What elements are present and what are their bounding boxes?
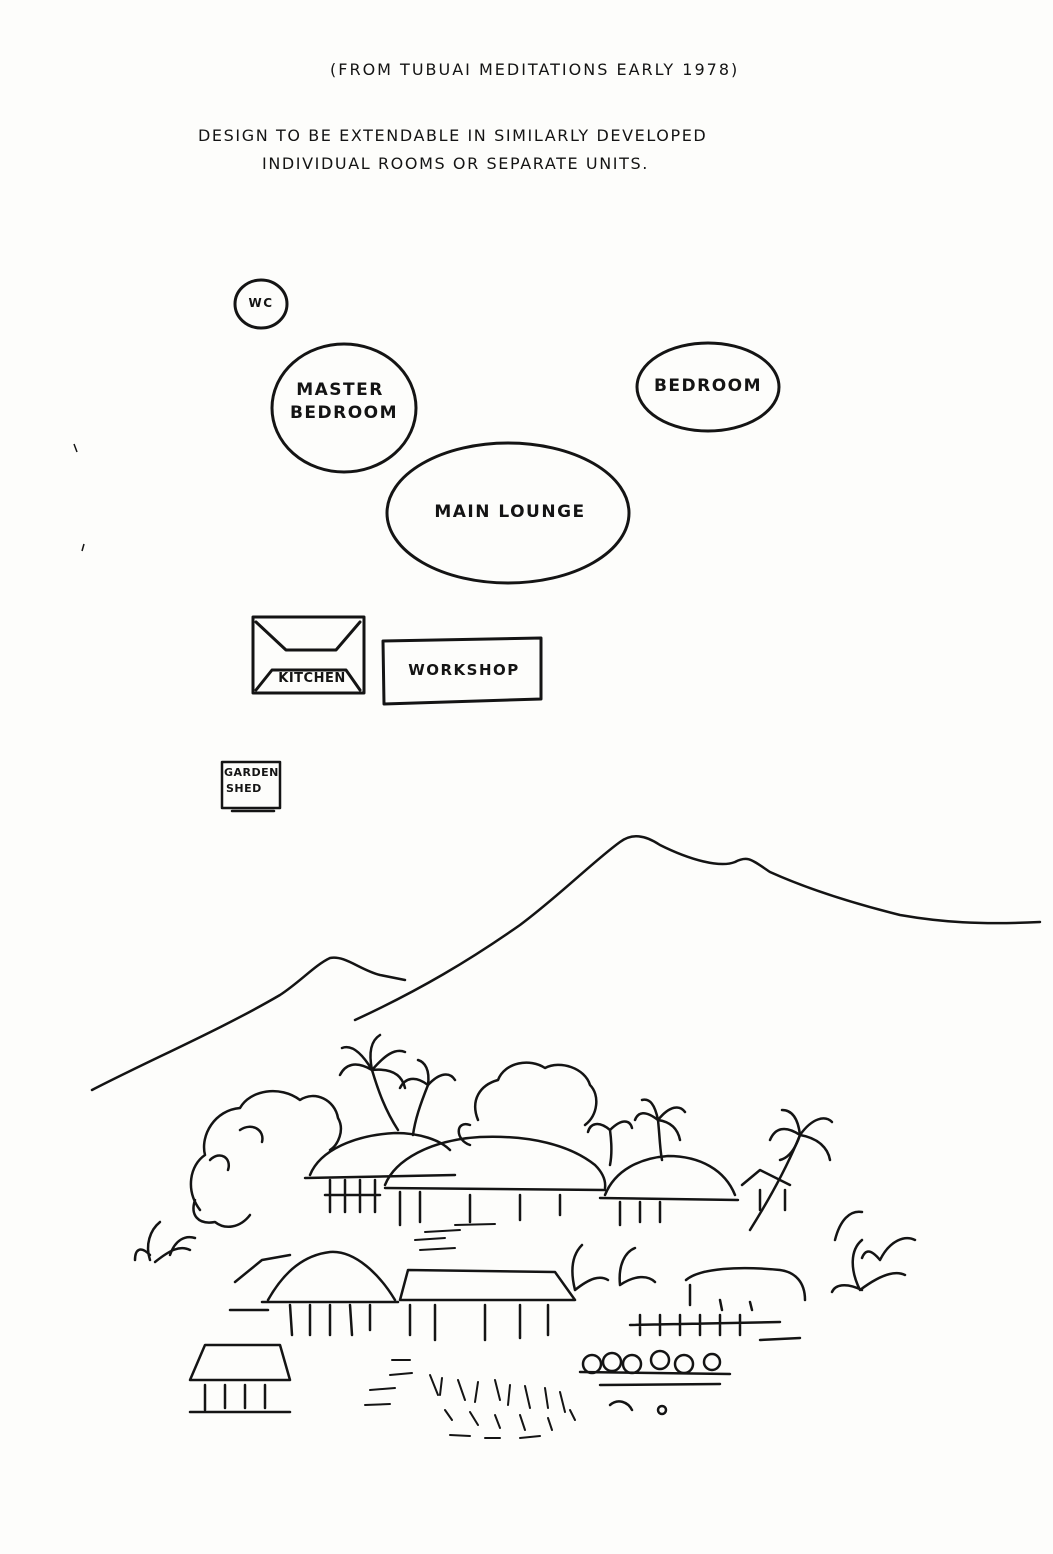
palm-tree-5 <box>586 1120 634 1167</box>
banana-plants-center <box>571 1243 657 1292</box>
master-bedroom-label-1: MASTER <box>296 380 384 400</box>
palm-tree-4 <box>748 1108 834 1232</box>
wc-bubble <box>233 278 289 330</box>
design-note-line-1: DESIGN TO BE EXTENDABLE IN SIMILARLY DEV… <box>198 126 708 145</box>
garden-shed-box <box>220 760 282 813</box>
hut-back-right <box>598 1154 740 1227</box>
hut-far-right <box>740 1168 792 1212</box>
palm-tree-3 <box>633 1098 687 1162</box>
path-steps <box>364 1223 496 1406</box>
workshop-box <box>381 636 543 706</box>
mountain-ridge-left <box>90 956 407 1092</box>
bedroom-bubble <box>635 341 781 433</box>
garden-shed-label-2: SHED <box>226 782 262 795</box>
palm-tree-1 <box>338 1033 407 1132</box>
palm-tree-2 <box>398 1058 457 1137</box>
banana-plants-left <box>133 1220 197 1264</box>
garden-shed-label-1: GARDEN <box>224 766 279 779</box>
design-note-line-2: INDIVIDUAL ROOMS OR SEPARATE UNITS. <box>262 154 649 173</box>
source-note: (FROM TUBUAI MEDITATIONS EARLY 1978) <box>330 60 740 79</box>
tree-cluster-center <box>473 1061 598 1127</box>
crop-rows <box>429 1374 576 1439</box>
mountain-ridge-main <box>353 835 1042 1022</box>
hut-back-main <box>383 1135 607 1227</box>
main-lounge-bubble <box>385 441 631 585</box>
master-bedroom-bubble <box>270 342 418 474</box>
wc-label: WC <box>248 296 274 310</box>
hut-front-left <box>228 1250 400 1337</box>
kitchen-label: KITCHEN <box>278 671 346 686</box>
hut-small-front <box>188 1343 292 1414</box>
kitchen-box <box>251 615 366 695</box>
workshop-label: WORKSHOP <box>408 661 520 679</box>
garden-shrubs <box>578 1349 732 1416</box>
main-lounge-label: MAIN LOUNGE <box>434 502 586 522</box>
master-bedroom-label-2: BEDROOM <box>289 403 399 423</box>
bubble-diagram <box>73 278 781 813</box>
bedroom-label: BEDROOM <box>653 376 763 396</box>
hut-back-left <box>303 1131 457 1214</box>
banana-plants-right <box>830 1210 917 1294</box>
hedge-right <box>628 1266 807 1342</box>
tree-cluster-left <box>189 1089 343 1212</box>
hut-front-center <box>398 1268 577 1342</box>
